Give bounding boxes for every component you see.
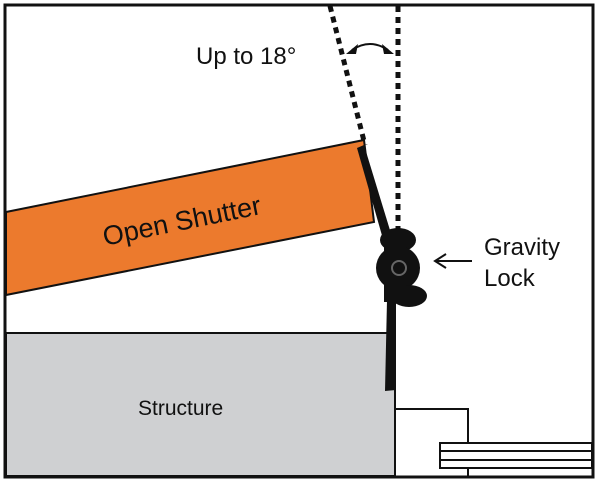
gravity-lock-device: [376, 228, 427, 307]
pointer-arrow: [433, 253, 472, 269]
gravity-lock-label-line2: Lock: [484, 265, 536, 292]
structure-block: [5, 332, 396, 477]
gravity-lock-label-line1: Gravity: [484, 234, 560, 261]
lock-arm: [385, 300, 396, 391]
structure-label: Structure: [138, 397, 223, 420]
shutter-edge-bar: [357, 145, 393, 246]
pivot-icon: [391, 260, 407, 276]
tilted-reference-line: [327, 5, 368, 146]
angle-arc-arrow: [346, 43, 394, 54]
open-shutter-panel: Open Shutter: [5, 138, 376, 297]
stacked-plates: [439, 442, 593, 469]
angle-label: Up to 18°: [196, 43, 296, 70]
